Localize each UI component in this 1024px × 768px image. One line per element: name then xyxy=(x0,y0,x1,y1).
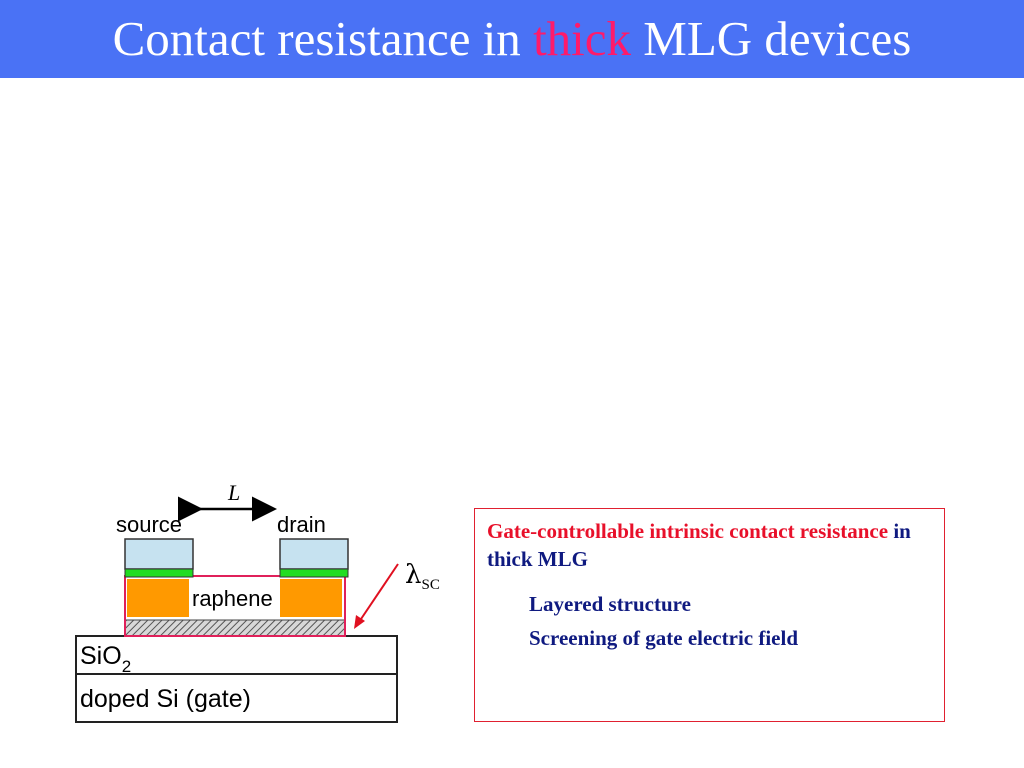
graphene-hatch xyxy=(124,619,346,637)
sio2-label: SiO2 xyxy=(80,642,131,676)
info-points: Layered structure Screening of gate elec… xyxy=(529,587,932,655)
title-highlight: thick xyxy=(533,11,632,66)
info-heading-red: Gate-controllable intrinsic contact resi… xyxy=(487,519,889,543)
source-contact-orange xyxy=(127,579,189,617)
drain-contact-top xyxy=(279,538,349,570)
lambda-arrow xyxy=(358,563,399,623)
title-text-pre: Contact resistance in xyxy=(112,11,521,66)
info-point: Screening of gate electric field xyxy=(529,626,799,650)
gate-label: doped Si (gate) xyxy=(80,685,251,713)
lambda-subscript: SC xyxy=(421,577,440,594)
graphene-label: raphene xyxy=(192,586,273,611)
source-contact-green xyxy=(124,568,194,578)
lambda-sc-label: λSC xyxy=(405,560,440,594)
gate-layer xyxy=(75,673,398,723)
device-cross-section: L source drain raphene SiO2 doped Si (ga… xyxy=(75,480,399,723)
device-diagram: L source drain raphene SiO2 doped Si (ga… xyxy=(70,478,460,728)
lambda-symbol: λ xyxy=(405,560,422,590)
info-box: Gate-controllable intrinsic contact resi… xyxy=(474,508,945,722)
drain-contact-green xyxy=(279,568,349,578)
drain-label: drain xyxy=(277,512,326,537)
source-label: source xyxy=(116,512,182,537)
source-contact-top xyxy=(124,538,194,570)
title-text-post: MLG devices xyxy=(643,11,912,66)
info-heading-navy: in thick MLG xyxy=(487,519,911,571)
sio2-layer xyxy=(75,635,398,675)
drain-contact-orange xyxy=(280,579,342,617)
lambda-arrow-head xyxy=(354,615,365,629)
slide-title: Contact resistance in thick MLG devices xyxy=(0,0,1024,78)
info-heading: Gate-controllable intrinsic contact resi… xyxy=(487,517,932,573)
info-point: Layered structure xyxy=(529,592,691,616)
mlg-outline xyxy=(124,575,346,637)
length-label: L xyxy=(227,480,240,505)
